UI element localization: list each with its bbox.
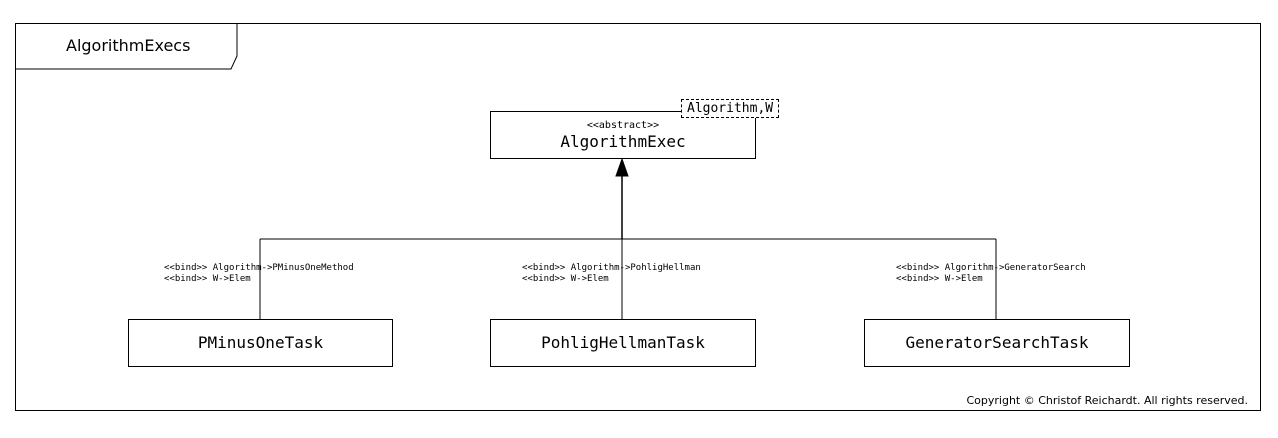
- template-parameters: Algorithm,W: [681, 99, 780, 118]
- class-pohlig-hellman-task[interactable]: PohligHellmanTask: [490, 319, 756, 367]
- bind-w-pminus: <<bind>> W->Elem: [164, 274, 251, 284]
- binding-labels-pohlig: <<bind>> Algorithm->PohligHellman <<bind…: [522, 263, 701, 285]
- class-name: PMinusOneTask: [197, 333, 324, 352]
- diagram-frame: [15, 23, 1261, 411]
- frame-tab-outline: [15, 23, 238, 70]
- class-algorithm-exec[interactable]: <<abstract>> AlgorithmExec: [490, 111, 756, 159]
- frame-title: AlgorithmExecs: [66, 36, 191, 55]
- class-pminus-one-task[interactable]: PMinusOneTask: [128, 319, 393, 367]
- class-generator-search-task[interactable]: GeneratorSearchTask: [864, 319, 1130, 367]
- class-name: GeneratorSearchTask: [905, 333, 1089, 352]
- stereotype-label: <<abstract>>: [586, 120, 660, 131]
- binding-labels-pminus: <<bind>> Algorithm->PMinusOneMethod <<bi…: [164, 263, 354, 285]
- bind-w-pohlig: <<bind>> W->Elem: [522, 274, 609, 284]
- bind-algorithm-generator: <<bind>> Algorithm->GeneratorSearch: [896, 263, 1086, 273]
- realization-arrowhead: [615, 157, 629, 177]
- bind-w-generator: <<bind>> W->Elem: [896, 274, 983, 284]
- class-name: AlgorithmExec: [560, 132, 686, 151]
- bind-algorithm-pminus: <<bind>> Algorithm->PMinusOneMethod: [164, 263, 354, 273]
- bind-algorithm-pohlig: <<bind>> Algorithm->PohligHellman: [522, 263, 701, 273]
- class-name: PohligHellmanTask: [541, 333, 705, 352]
- copyright-notice: Copyright © Christof Reichardt. All righ…: [966, 394, 1249, 407]
- binding-labels-generator: <<bind>> Algorithm->GeneratorSearch <<bi…: [896, 263, 1086, 285]
